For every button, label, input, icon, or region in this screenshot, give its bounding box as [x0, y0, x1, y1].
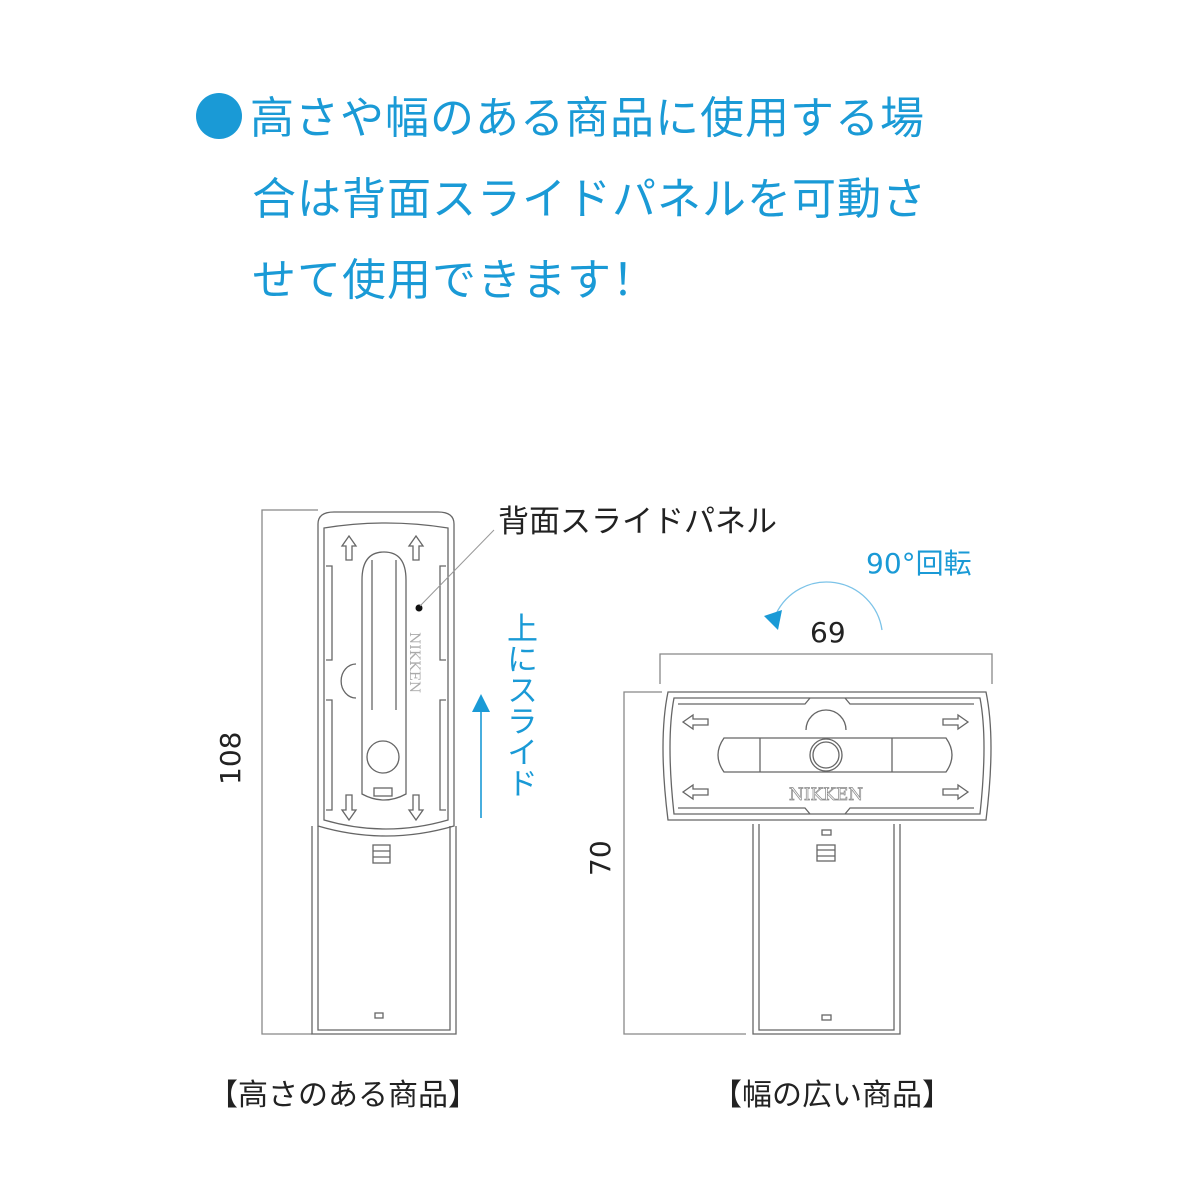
headline-text-1: 高さや幅のある商品に使用する場 — [250, 93, 925, 144]
headline-line-3: せて使用できます！ — [252, 255, 657, 306]
slide-panel-callout-label: 背面スライドパネル — [498, 504, 777, 540]
tall-product-caption: 【高さのある商品】 — [208, 1078, 478, 1113]
headline-line-1: 高さや幅のある商品に使用する場 — [196, 78, 925, 159]
headline-line-2: 合は背面スライドパネルを可動さ — [252, 174, 927, 225]
width-dimension-label: 69 — [810, 616, 846, 649]
rotate-90-label: 90°回転 — [866, 547, 972, 580]
wide-height-dimension-label: 70 — [584, 840, 617, 876]
slide-up-label: 上にスライド — [501, 612, 537, 798]
svg-text:NIKKEN: NIKKEN — [789, 785, 863, 805]
tall-product-drawing: NIKKEN — [261, 509, 495, 1035]
bullet-icon — [196, 93, 242, 139]
wide-product-drawing: NIKKEN — [623, 581, 993, 1035]
tall-height-dimension-label: 108 — [214, 731, 247, 785]
svg-text:NIKKEN: NIKKEN — [406, 632, 422, 693]
wide-product-caption: 【幅の広い商品】 — [712, 1078, 952, 1113]
